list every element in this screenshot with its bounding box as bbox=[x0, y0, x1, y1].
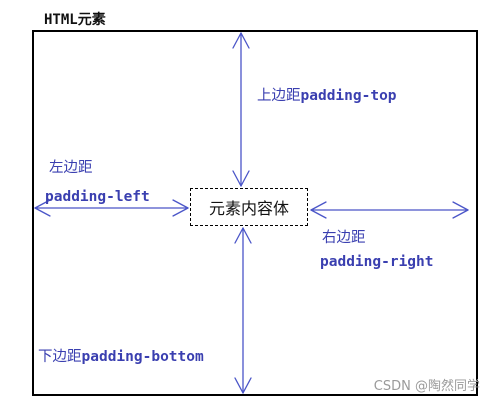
watermark: CSDN @陶然同学 bbox=[373, 379, 480, 394]
padding-left-en-label: padding-left bbox=[45, 189, 150, 205]
bottom-padding-arrow bbox=[234, 227, 252, 394]
padding-right-cn-label: 右边距 bbox=[322, 231, 366, 246]
padding-left-cn: 左边距 bbox=[49, 160, 93, 176]
padding-top-cn: 上边距 bbox=[257, 88, 301, 104]
padding-right-en-label: padding-right bbox=[320, 254, 434, 270]
padding-right-cn: 右边距 bbox=[322, 230, 366, 246]
diagram-title: HTML元素 bbox=[44, 12, 106, 28]
padding-left-cn-label: 左边距 bbox=[49, 161, 93, 176]
html-element-box bbox=[32, 30, 478, 396]
element-content-box: 元素内容体 bbox=[190, 188, 308, 226]
padding-top-label: 上边距padding-top bbox=[257, 89, 397, 104]
padding-top-en: padding-top bbox=[300, 88, 397, 104]
padding-bottom-cn: 下边距 bbox=[38, 349, 82, 365]
top-padding-arrow bbox=[232, 32, 250, 187]
right-padding-arrow bbox=[310, 201, 469, 219]
padding-bottom-label: 下边距padding-bottom bbox=[38, 350, 204, 365]
left-padding-arrow bbox=[34, 199, 189, 217]
padding-bottom-en: padding-bottom bbox=[81, 349, 204, 365]
